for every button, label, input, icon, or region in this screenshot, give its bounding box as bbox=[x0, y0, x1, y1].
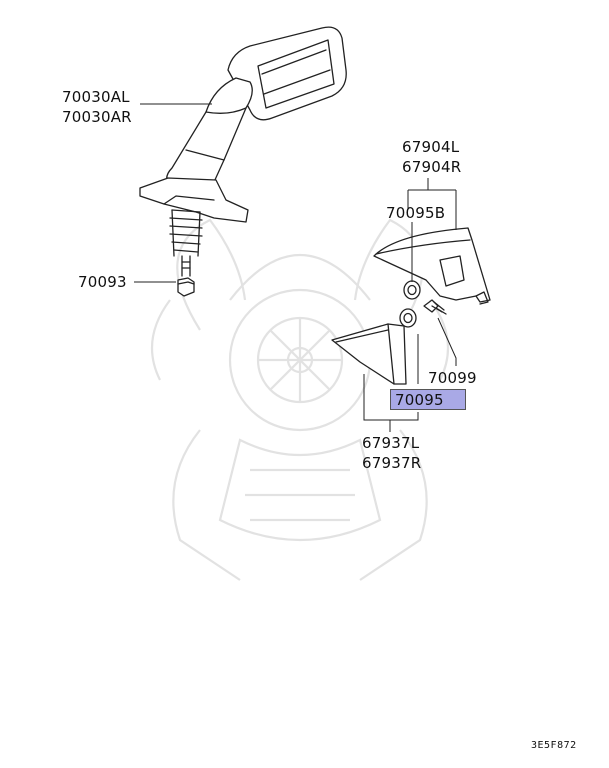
diagram-code: 3E5F872 bbox=[531, 740, 577, 751]
mirror-assembly bbox=[139, 26, 347, 277]
leader-lines bbox=[134, 103, 457, 432]
label-cover-upper-right: 67904R bbox=[402, 158, 462, 176]
label-grommet-highlighted[interactable]: 70095 bbox=[390, 389, 466, 410]
label-grommet-upper: 70095B bbox=[386, 204, 446, 222]
samurai-helmet-watermark-icon bbox=[150, 218, 450, 581]
label-nut: 70093 bbox=[78, 273, 127, 291]
screw-part bbox=[423, 299, 447, 315]
upper-cover-part bbox=[373, 227, 491, 305]
lower-cover-part bbox=[331, 323, 407, 385]
nut-part bbox=[177, 277, 195, 297]
label-cover-upper-left: 67904L bbox=[402, 138, 460, 156]
label-mirror-assembly-left: 70030AL bbox=[62, 88, 130, 106]
grommet-upper bbox=[403, 280, 421, 300]
label-mirror-assembly-right: 70030AR bbox=[62, 108, 132, 126]
label-cover-lower-left: 67937L bbox=[362, 434, 420, 452]
label-cover-lower-right: 67937R bbox=[362, 454, 422, 472]
grommet-lower bbox=[399, 308, 417, 328]
label-screw: 70099 bbox=[428, 369, 477, 387]
